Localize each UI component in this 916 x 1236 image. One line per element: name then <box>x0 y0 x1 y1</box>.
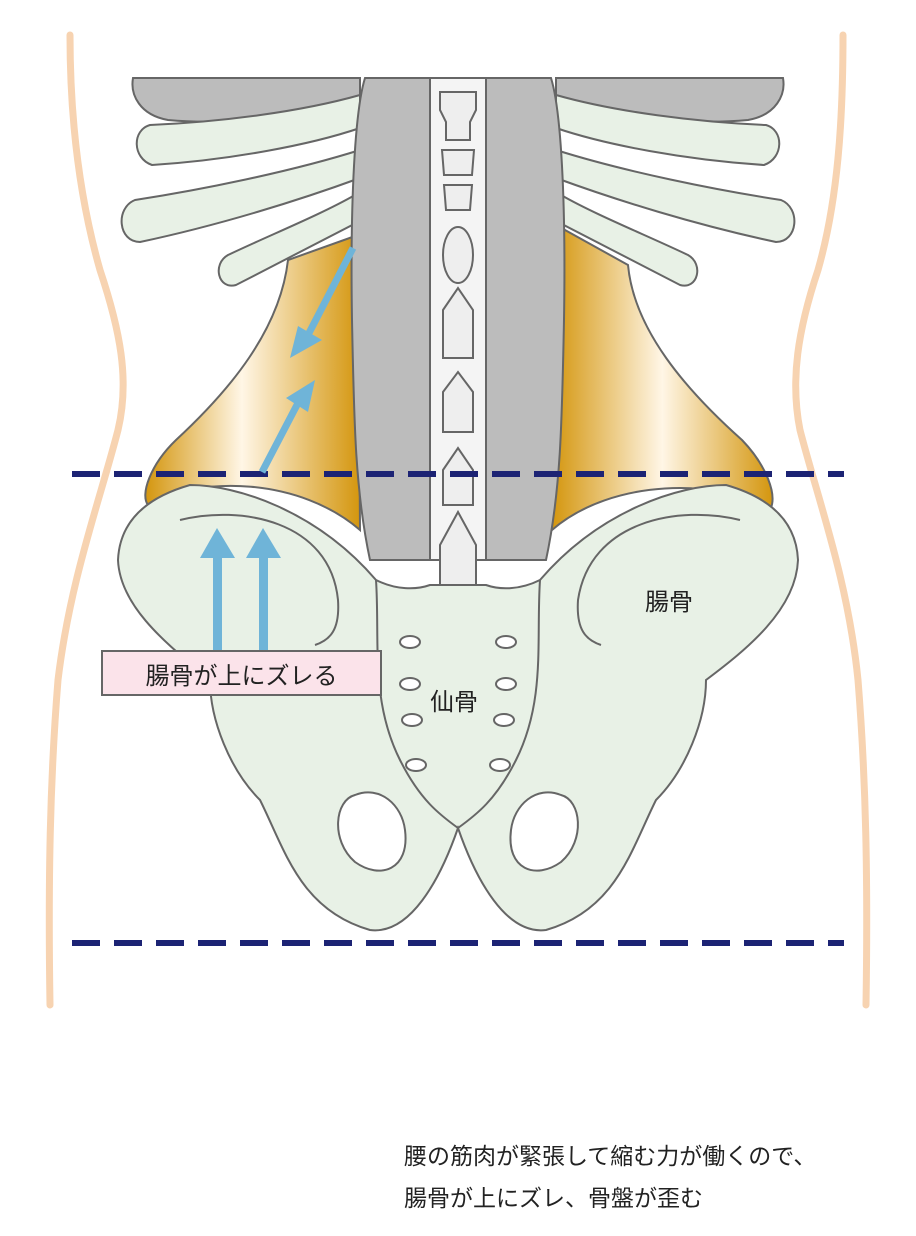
caption-line-1: 腰の筋肉が緊張して縮む力が働くので、 <box>404 1144 817 1170</box>
rib-left-2 <box>120 148 361 244</box>
callout-ilium-shift: 腸骨が上にズレる <box>101 650 382 696</box>
rib-right-1 <box>555 93 781 167</box>
label-ilium: 腸骨 <box>645 588 693 616</box>
muscle-quadratus-left <box>144 233 362 533</box>
caption: 腰の筋肉が緊張して縮む力が働くので、 腸骨が上にズレ、骨盤が歪む <box>404 1136 904 1220</box>
ilium-crest-right <box>576 513 741 646</box>
rib-right-3 <box>556 193 699 287</box>
body-outline-right <box>792 31 871 1009</box>
ilium-crest-left <box>179 513 340 646</box>
arrows-ilium-up <box>200 528 281 655</box>
label-sacrum: 仙骨 <box>430 688 478 716</box>
rib-left-1 <box>135 93 361 167</box>
obturator-right <box>509 791 579 872</box>
obturator-left <box>337 791 407 872</box>
muscle-psoas-left <box>350 77 431 561</box>
arrows-muscle-contraction <box>258 246 357 474</box>
sacral-foramina <box>399 635 517 772</box>
rib-right-2 <box>555 148 796 244</box>
body-outline-left <box>45 31 127 1009</box>
rib-left-3 <box>217 193 360 287</box>
muscle-quadratus-right <box>550 223 774 533</box>
pelvis-bone <box>116 483 800 932</box>
caption-line-2: 腸骨が上にズレ、骨盤が歪む <box>404 1186 703 1212</box>
muscle-psoas-right <box>485 77 566 561</box>
